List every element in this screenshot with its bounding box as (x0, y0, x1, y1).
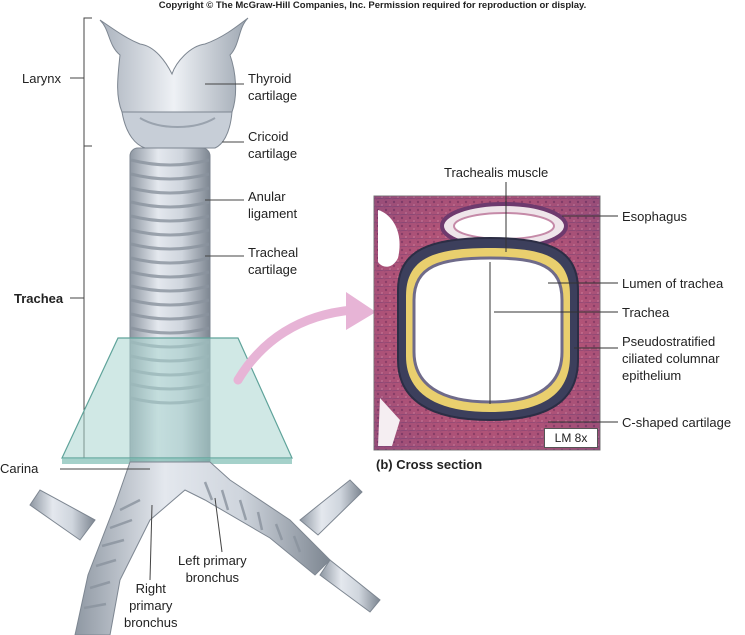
label-trachea-section: Trachea (622, 305, 670, 320)
label-trachealis-muscle: Trachealis muscle (444, 165, 549, 180)
bronchi (29, 461, 381, 635)
label-larynx: Larynx (22, 71, 62, 86)
copyright-notice: Copyright © The McGraw-Hill Companies, I… (158, 0, 587, 11)
thyroid-cartilage-shape (99, 17, 249, 123)
label-esophagus: Esophagus (622, 209, 688, 224)
cross-section-caption: (b) Cross section (376, 457, 483, 472)
label-carina: Carina (0, 461, 39, 476)
leader-lines (60, 83, 244, 581)
magnification-badge: LM 8x (544, 428, 598, 448)
label-c-shaped-cartilage: C-shaped cartilage (622, 415, 732, 430)
section-arrow (233, 305, 357, 385)
label-trachea: Trachea (14, 291, 64, 306)
label-lumen-of-trachea: Lumen of trachea (622, 276, 724, 291)
larynx-bracket (83, 17, 92, 147)
